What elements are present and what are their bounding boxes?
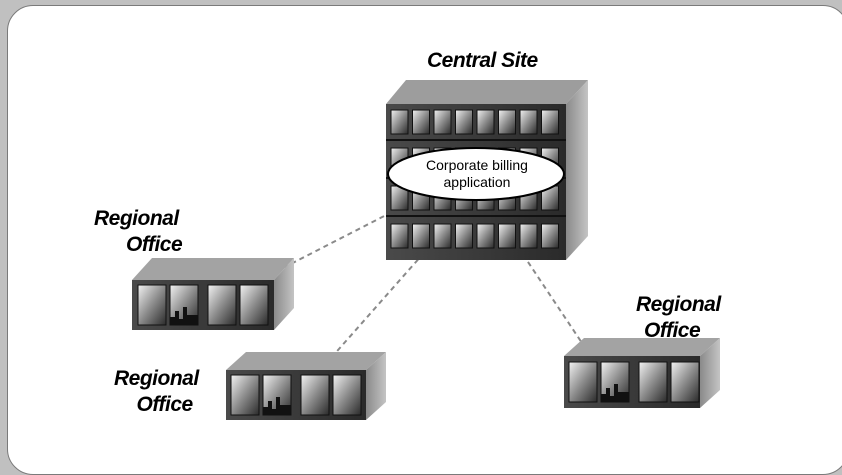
window [230,374,260,416]
skyline-reflection [170,307,198,325]
window [390,223,409,249]
window [541,223,559,249]
window [519,223,538,249]
window [638,361,668,403]
window [541,109,559,135]
window [207,284,237,326]
regional-office-right [564,338,720,408]
regional-office-label-line1: Regional [636,293,721,316]
window [433,223,452,249]
window [476,109,495,135]
corporate-billing-application: Corporate billing application [388,148,566,200]
regional-office-label-top-left: Regional Office [94,206,183,258]
skyline-reflection [601,384,629,402]
regional-office-label-right: Regional Office [636,292,721,344]
office-windows [568,361,700,403]
central-building-side [566,80,588,260]
link-central-to-top-left-office [239,211,393,291]
office-windows [137,284,269,326]
window [476,223,495,249]
regional-office-bottom-left [226,352,386,420]
window [412,109,430,135]
office-windows [230,374,362,416]
app-label-line2: application [443,174,511,190]
window [332,374,362,416]
window [568,361,598,403]
window [455,109,473,135]
regional-office-label-line1: Regional [94,207,179,230]
central-site-label: Central Site [427,49,538,72]
regional-office-label-bottom-left: Regional Office [114,366,199,418]
regional-office-top-left [132,258,294,330]
skyline-reflection [263,397,291,415]
window [670,361,700,403]
regional-office-label-line2: Office [136,393,194,416]
window [239,284,269,326]
window [137,284,167,326]
regional-office-label-line2: Office [644,319,701,342]
window [498,109,516,135]
regional-office-label-line1: Regional [114,367,199,390]
window [300,374,330,416]
window [390,109,409,135]
app-ellipse [387,147,565,201]
window [519,109,538,135]
app-label-line1: Corporate billing [426,157,528,173]
window [455,223,473,249]
regional-office-label-line2: Office [126,233,183,256]
window [498,223,516,249]
window [412,223,430,249]
central-building-top [386,80,588,104]
window [433,109,452,135]
